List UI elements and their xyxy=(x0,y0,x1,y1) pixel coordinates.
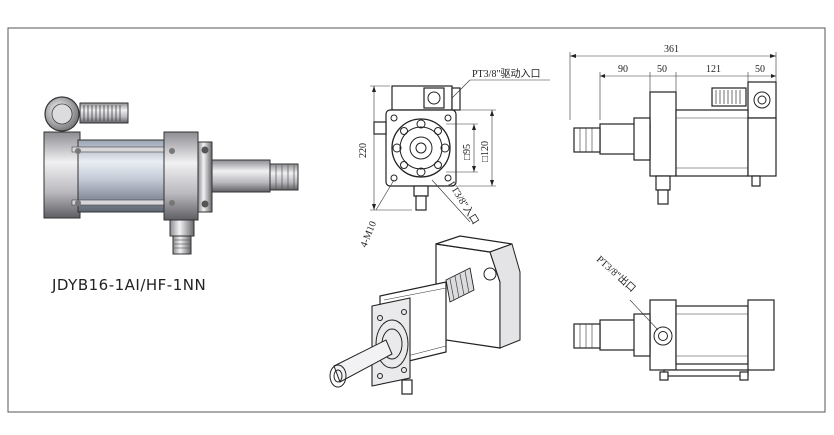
dim-square-outer: □120 xyxy=(480,141,491,162)
mount-holes-label: 4-M10 xyxy=(359,220,379,249)
front-view: 220 □120 □95 PT3/8"驱动入口 PT3/8"入口 4-M10 xyxy=(358,68,550,249)
model-caption: JDYB16-1AI/HF-1NN xyxy=(51,276,206,294)
product-render xyxy=(43,96,299,255)
isometric-view xyxy=(329,235,521,395)
bottom-view: PT3/8"出口 xyxy=(573,253,775,381)
dim-segment-4: 50 xyxy=(755,64,765,75)
drive-port-label: PT3/8"驱动入口 xyxy=(472,68,541,80)
sheet-frame xyxy=(7,27,826,413)
inlet-port-label: PT3/8"入口 xyxy=(445,180,480,227)
side-view: 361 90 50 121 50 xyxy=(569,44,777,205)
dim-square-inner: □95 xyxy=(462,144,473,160)
dim-segment-3: 121 xyxy=(706,64,721,75)
dim-overall-height: 220 xyxy=(358,143,369,158)
dim-segment-1: 90 xyxy=(618,64,628,75)
dim-segment-2: 50 xyxy=(657,64,667,75)
dim-overall-length: 361 xyxy=(664,44,679,55)
outlet-port-label: PT3/8"出口 xyxy=(594,253,639,295)
